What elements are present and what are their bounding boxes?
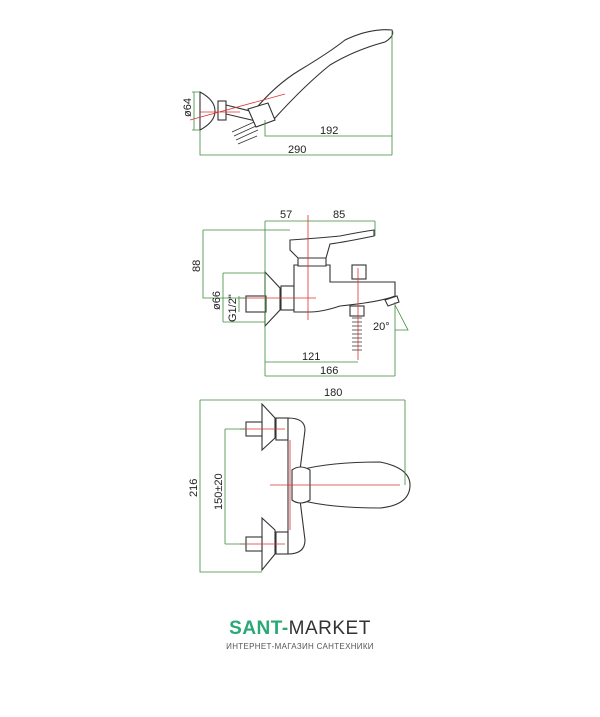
dim-thread: G1/2" — [227, 294, 239, 322]
mixer-side-drawing: 57 85 88 ø66 G1/2" 20° 121 166 — [191, 209, 409, 377]
dim-85: 85 — [333, 209, 345, 221]
mixer-top-drawing: 180 216 150±20 — [188, 387, 411, 573]
dim-57: 57 — [280, 209, 292, 221]
brand-part2: MARKET — [288, 618, 371, 639]
brand-part1: SANT- — [229, 618, 289, 639]
dim-166: 166 — [320, 365, 338, 377]
dim-150: 150±20 — [213, 473, 225, 510]
brand-logo: SANT-MARKET — [0, 618, 600, 640]
dim-192: 192 — [320, 125, 338, 137]
dim-216: 216 — [188, 479, 200, 497]
dim-diameter-66: ø66 — [211, 291, 223, 310]
dim-290: 290 — [288, 144, 306, 156]
dim-121: 121 — [302, 351, 320, 363]
dim-180: 180 — [324, 387, 342, 399]
dim-angle: 20° — [373, 321, 390, 333]
hand-shower-drawing: ø64 192 290 — [182, 29, 394, 156]
dim-diameter-64: ø64 — [182, 98, 194, 117]
brand-tagline: ИНТЕРНЕТ-МАГАЗИН САНТЕХНИКИ — [226, 642, 374, 651]
dim-88: 88 — [191, 260, 203, 272]
